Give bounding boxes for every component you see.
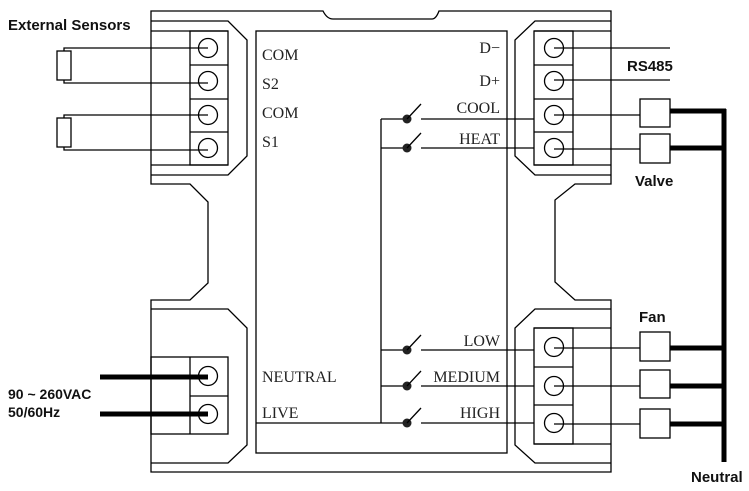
fan-high-load bbox=[639, 408, 671, 439]
valve-heat bbox=[639, 133, 671, 164]
terminal-label-com: COM bbox=[262, 105, 298, 122]
relay-switch-cool bbox=[381, 103, 534, 124]
relay-switch-medium bbox=[381, 370, 534, 391]
power-connector bbox=[150, 308, 248, 464]
terminal-label-neutral: NEUTRAL bbox=[262, 369, 337, 386]
sensor-2 bbox=[56, 114, 208, 151]
terminal-label-low: LOW bbox=[464, 333, 501, 350]
relay-switch-heat bbox=[381, 132, 534, 153]
terminal-label-heat: HEAT bbox=[459, 131, 500, 148]
neutral-bus-label: Neutral bbox=[691, 469, 743, 486]
fan-low-load bbox=[639, 331, 671, 362]
terminal-label-high: HIGH bbox=[460, 405, 500, 422]
relay-switch-high bbox=[381, 407, 534, 428]
terminal-label-d-minus: D− bbox=[479, 40, 500, 57]
supply-voltage-label: 90 ~ 260VAC bbox=[8, 386, 91, 402]
terminal-label-live: LIVE bbox=[262, 405, 298, 422]
terminal-label-cool: COOL bbox=[456, 100, 500, 117]
supply-frequency-label: 50/60Hz bbox=[8, 404, 60, 420]
terminal-label-d-plus: D+ bbox=[479, 73, 500, 90]
terminal-screw bbox=[543, 70, 565, 92]
terminal-label-com: COM bbox=[262, 47, 298, 64]
terminal-screw bbox=[197, 70, 219, 92]
inner-panel bbox=[255, 30, 508, 454]
terminal-screw bbox=[197, 137, 219, 159]
sensor-1 bbox=[56, 47, 208, 84]
terminal-label-s1: S1 bbox=[262, 134, 279, 151]
terminal-label-s2: S2 bbox=[262, 76, 279, 93]
comm-valve-connector bbox=[514, 20, 611, 176]
valve-label: Valve bbox=[635, 173, 673, 190]
terminal-label-medium: MEDIUM bbox=[433, 369, 500, 386]
sensor-connector bbox=[151, 20, 248, 176]
fan-medium-load bbox=[639, 369, 671, 399]
terminal-screw bbox=[543, 336, 565, 358]
relay-switch-low bbox=[381, 334, 534, 355]
fan-label: Fan bbox=[639, 309, 666, 326]
terminal-screw bbox=[543, 412, 565, 434]
rs485-label: RS485 bbox=[627, 58, 673, 75]
terminal-screw bbox=[543, 137, 565, 159]
valve-cool bbox=[639, 98, 671, 128]
external-sensors-label: External Sensors bbox=[8, 17, 131, 34]
neutral-bus bbox=[670, 108, 727, 462]
